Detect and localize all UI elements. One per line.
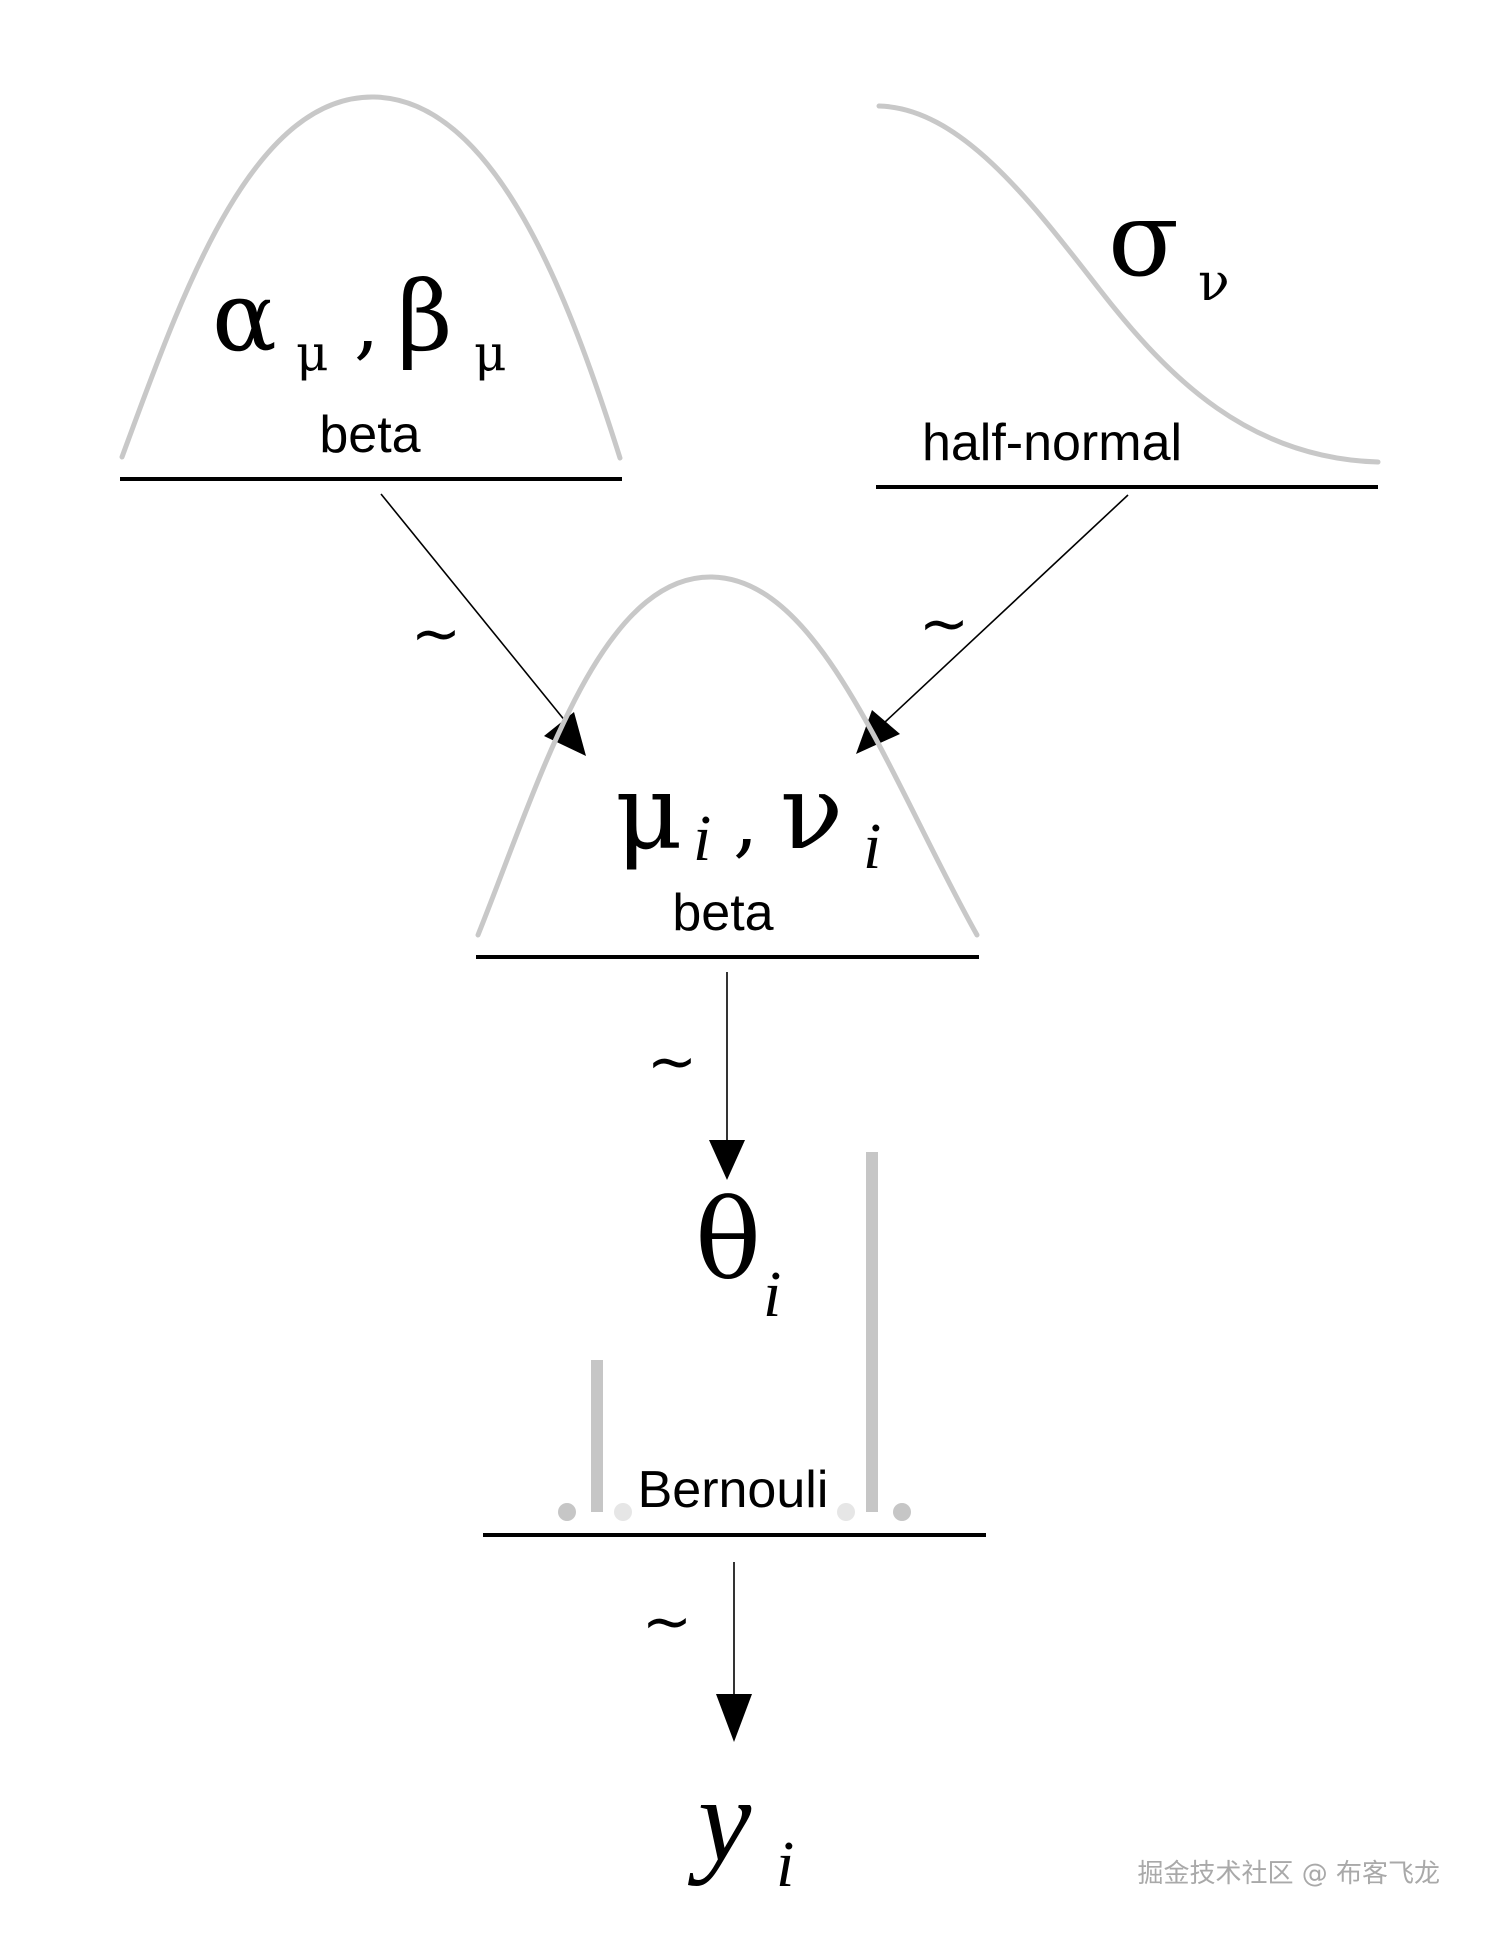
edge-line xyxy=(883,494,1129,724)
bernoulli-bar-one xyxy=(866,1152,878,1512)
edge-label-tilde: ~ xyxy=(411,599,461,669)
arrow-head xyxy=(709,1140,745,1180)
mu-subscript: i xyxy=(693,802,711,875)
node-beta-prior-top: α μ , β μ beta xyxy=(119,94,623,481)
edge-middle-to-theta: ~ xyxy=(647,972,745,1180)
edge-label-tilde: ~ xyxy=(647,1027,697,1097)
distribution-label-bernoulli: Bernouli xyxy=(638,1461,829,1519)
distribution-label-beta-middle: beta xyxy=(672,884,773,942)
theta-subscript: i xyxy=(763,1258,781,1331)
bernoulli-bar-zero xyxy=(591,1360,603,1512)
edge-top-left-to-middle: ~ xyxy=(380,493,586,756)
alpha-symbol: α xyxy=(212,261,277,373)
sigma-symbol: σ xyxy=(1108,178,1179,300)
arrow-head xyxy=(544,712,586,756)
beta-subscript: μ xyxy=(474,324,507,382)
comma-top-left: , xyxy=(354,276,379,369)
theta-symbol: θ xyxy=(695,1176,761,1304)
node-bernoulli: Bernouli xyxy=(483,1152,986,1537)
node-theta: θ i xyxy=(695,1176,781,1331)
edge-label-tilde: ~ xyxy=(642,1587,692,1657)
beta-curve-top xyxy=(119,94,623,461)
node-half-normal-prior: σ ν half-normal xyxy=(876,103,1381,489)
bernoulli-dot xyxy=(837,1503,855,1521)
alpha-subscript: μ xyxy=(296,324,329,382)
edge-bernoulli-to-y: ~ xyxy=(642,1562,752,1742)
edge-label-tilde: ~ xyxy=(919,589,969,659)
node-y: y i xyxy=(687,1753,794,1901)
distribution-label-beta-top: beta xyxy=(319,406,420,464)
bernoulli-dot xyxy=(614,1503,632,1521)
bernoulli-dot xyxy=(893,1503,911,1521)
y-symbol: y xyxy=(687,1753,752,1886)
mu-symbol: μ xyxy=(615,751,683,873)
arrow-head xyxy=(716,1694,752,1742)
node-beta-middle: μ i , ν i beta xyxy=(475,574,980,959)
sigma-subscript: ν xyxy=(1198,253,1230,313)
bernoulli-dot xyxy=(558,1503,576,1521)
arrow-head xyxy=(856,710,900,754)
comma-middle: , xyxy=(733,774,758,867)
edge-top-right-to-middle: ~ xyxy=(856,494,1129,754)
edge-line xyxy=(380,493,567,723)
watermark: 掘金技术社区 @ 布客飞龙 xyxy=(1137,1859,1440,1889)
half-normal-curve xyxy=(876,103,1381,465)
nu-subscript: i xyxy=(863,810,881,883)
y-subscript: i xyxy=(776,1828,794,1901)
nu-symbol: ν xyxy=(780,751,843,873)
distribution-label-half-normal: half-normal xyxy=(922,414,1182,472)
beta-curve-middle xyxy=(475,574,980,938)
beta-symbol: β xyxy=(397,261,453,373)
